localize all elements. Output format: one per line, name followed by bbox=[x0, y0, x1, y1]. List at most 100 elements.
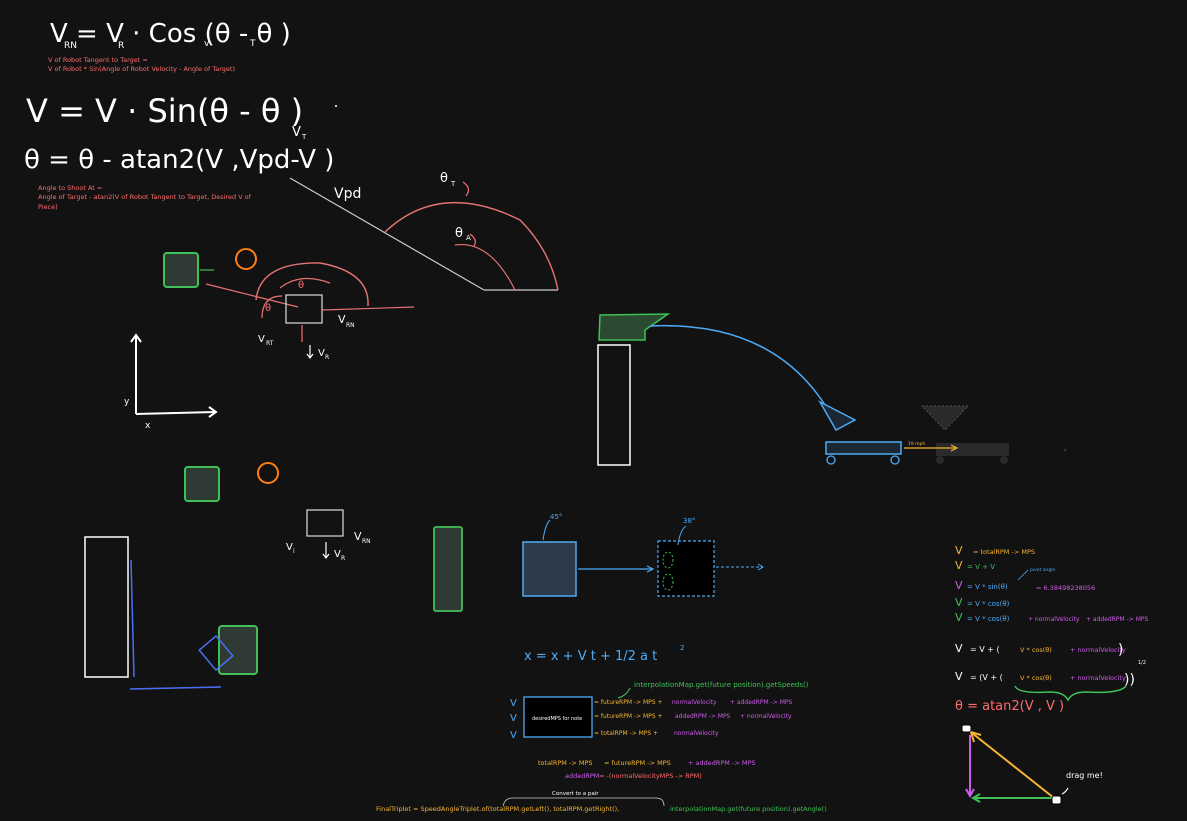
kinematics-equation: x = x + V t + 1/2 a t bbox=[524, 649, 657, 664]
theta-a-label: θ bbox=[455, 226, 463, 241]
xy-axes: y x bbox=[124, 333, 218, 431]
field-sketch bbox=[84, 526, 463, 690]
svg-text:+ normalVelocity: + normalVelocity bbox=[1070, 646, 1126, 654]
svg-text:V: V bbox=[354, 530, 362, 543]
svg-text:RN: RN bbox=[64, 41, 77, 51]
formula-vrn: V = V · Cos (θ - θ ) RN R v T bbox=[50, 19, 291, 51]
theta-atan2: θ = atan2(V , V ) bbox=[955, 699, 1064, 714]
svg-text:R: R bbox=[341, 555, 345, 562]
svg-text:= V * cos(θ): = V * cos(θ) bbox=[967, 615, 1010, 623]
svg-text:V: V bbox=[955, 559, 963, 572]
svg-text:+ addedRPM -> MPS: + addedRPM -> MPS bbox=[688, 759, 756, 767]
svg-text:v: v bbox=[204, 39, 210, 49]
svg-text:= 6.38498238056: = 6.38498238056 bbox=[1036, 584, 1095, 592]
vrn-label: V bbox=[338, 313, 346, 326]
svg-text:= futureRPM -> MPS +: = futureRPM -> MPS + bbox=[594, 699, 663, 706]
svg-text:V: V bbox=[955, 642, 963, 655]
svg-text:+ addedRPM -> MPS: + addedRPM -> MPS bbox=[1086, 616, 1148, 623]
robot-green-box bbox=[163, 252, 199, 288]
desired-mps-box: desiredMPS for note bbox=[532, 716, 582, 722]
svg-text:V: V bbox=[510, 713, 517, 724]
svg-text:): ) bbox=[1118, 642, 1123, 658]
svg-text:= futureRPM -> MPS +: = futureRPM -> MPS + bbox=[594, 713, 663, 720]
robot-diagram-top: θ θ V RT V RN V R bbox=[163, 248, 415, 361]
axis-y-label: y bbox=[124, 397, 130, 407]
svg-text:RN: RN bbox=[346, 322, 355, 329]
formula-vrt: V = V · Sin(θ - θ ) bbox=[26, 92, 303, 130]
svg-text:+ normalVelocity: + normalVelocity bbox=[1028, 616, 1080, 623]
svg-text:V: V bbox=[955, 670, 963, 683]
svg-text:= -(normalVelocityMPS -> RPM): = -(normalVelocityMPS -> RPM) bbox=[599, 772, 702, 780]
svg-text:= totalRPM -> MPS +: = totalRPM -> MPS + bbox=[594, 730, 658, 737]
triangle-handle-top[interactable] bbox=[961, 724, 972, 733]
svg-text:V: V bbox=[955, 579, 963, 592]
svg-text:normalVelocity: normalVelocity bbox=[674, 730, 719, 737]
speed-label: 19 mph bbox=[908, 441, 925, 447]
svg-text:R: R bbox=[118, 41, 124, 51]
svg-text:+ normalVelocity: + normalVelocity bbox=[740, 713, 792, 720]
svg-text:+ normalVelocity: + normalVelocity bbox=[1070, 674, 1126, 682]
svg-text:= V + (: = V + ( bbox=[970, 645, 1000, 654]
svg-text:)): )) bbox=[1124, 672, 1135, 688]
robot-box bbox=[285, 294, 323, 324]
svg-text:i: i bbox=[293, 548, 295, 555]
svg-text:θ: θ bbox=[265, 303, 271, 314]
svg-text:›: › bbox=[1064, 447, 1066, 454]
vrn-note-1: V of Robot Tangent to Target = bbox=[48, 56, 148, 64]
vpd-diagram: V T Vpd θ T θ A bbox=[289, 105, 559, 291]
angle-38: 38° bbox=[683, 517, 695, 525]
axis-x-label: x bbox=[145, 421, 151, 431]
note-circle bbox=[235, 248, 257, 270]
svg-text:addedRPM -> MPS: addedRPM -> MPS bbox=[675, 713, 731, 720]
angle-boxes: 45° 38° bbox=[522, 513, 764, 597]
theta-note-2: Angle of Target - atan2(V of Robot Tange… bbox=[38, 193, 252, 201]
svg-text:normalVelocity: normalVelocity bbox=[672, 699, 717, 706]
svg-text:V: V bbox=[955, 544, 963, 557]
theta-note-3: Piece) bbox=[38, 203, 58, 211]
drag-triangle[interactable]: drag me! bbox=[961, 724, 1103, 805]
svg-text:addedRPM: addedRPM bbox=[565, 772, 599, 780]
svg-text:RT: RT bbox=[266, 340, 274, 347]
svg-text:R: R bbox=[325, 354, 329, 361]
svg-text:V: V bbox=[955, 611, 963, 624]
svg-text:V: V bbox=[286, 542, 293, 553]
shooter-trajectory: 19 mph › bbox=[597, 313, 1066, 466]
shooter-head bbox=[818, 400, 857, 432]
vpd-label: Vpd bbox=[334, 186, 361, 202]
svg-text:V * cos(θ): V * cos(θ) bbox=[1020, 646, 1052, 654]
triangle-handle-drag[interactable] bbox=[1051, 795, 1062, 805]
robot-chassis bbox=[825, 441, 902, 455]
speaker-opening bbox=[598, 313, 671, 341]
convert-pair: Convert to a pair bbox=[552, 791, 599, 797]
theta-t-label: θ bbox=[440, 171, 448, 186]
theta-note-1: Angle to Shoot At = bbox=[38, 184, 102, 192]
svg-text:RN: RN bbox=[362, 538, 371, 545]
vrn-note-2: V of Robot * Sin(Angle of Robot Velocity… bbox=[48, 65, 235, 73]
svg-text:T: T bbox=[249, 39, 256, 49]
interp-speeds: interpolationMap.get(future position).ge… bbox=[634, 681, 809, 689]
angle-45: 45° bbox=[550, 513, 562, 521]
svg-text:+ addedRPM -> MPS: + addedRPM -> MPS bbox=[730, 699, 792, 706]
svg-text:pivot angle: pivot angle bbox=[1030, 567, 1055, 573]
right-equations: V = totalRPM -> MPS V = V + V pivot angl… bbox=[955, 544, 1148, 714]
svg-text:V: V bbox=[510, 730, 517, 741]
formula-vrn-text: V = V · Cos (θ - θ ) bbox=[50, 19, 291, 49]
vt-label: V bbox=[292, 125, 301, 140]
svg-text:= futureRPM -> MPS: = futureRPM -> MPS bbox=[604, 759, 671, 767]
svg-text:= V * sin(θ): = V * sin(θ) bbox=[967, 583, 1008, 591]
svg-text:= V + V: = V + V bbox=[967, 563, 995, 571]
robot-diagram-mid: V i V RN V R bbox=[184, 462, 371, 562]
formula-theta-a: θ = θ - atan2(V ,Vpd-V ) bbox=[24, 145, 334, 175]
speaker-tower bbox=[597, 344, 631, 466]
svg-text:V: V bbox=[510, 698, 517, 709]
svg-text:V * cos(θ): V * cos(θ) bbox=[1020, 674, 1052, 682]
ghost-robot bbox=[936, 443, 1009, 456]
svg-text:totalRPM -> MPS: totalRPM -> MPS bbox=[538, 759, 593, 767]
svg-text:1/2: 1/2 bbox=[1138, 660, 1146, 666]
svg-text:θ: θ bbox=[298, 280, 304, 291]
vrt-label: V bbox=[258, 334, 265, 345]
svg-text:T: T bbox=[301, 133, 307, 141]
vr-label: V bbox=[318, 348, 325, 359]
svg-text:A: A bbox=[466, 234, 471, 242]
